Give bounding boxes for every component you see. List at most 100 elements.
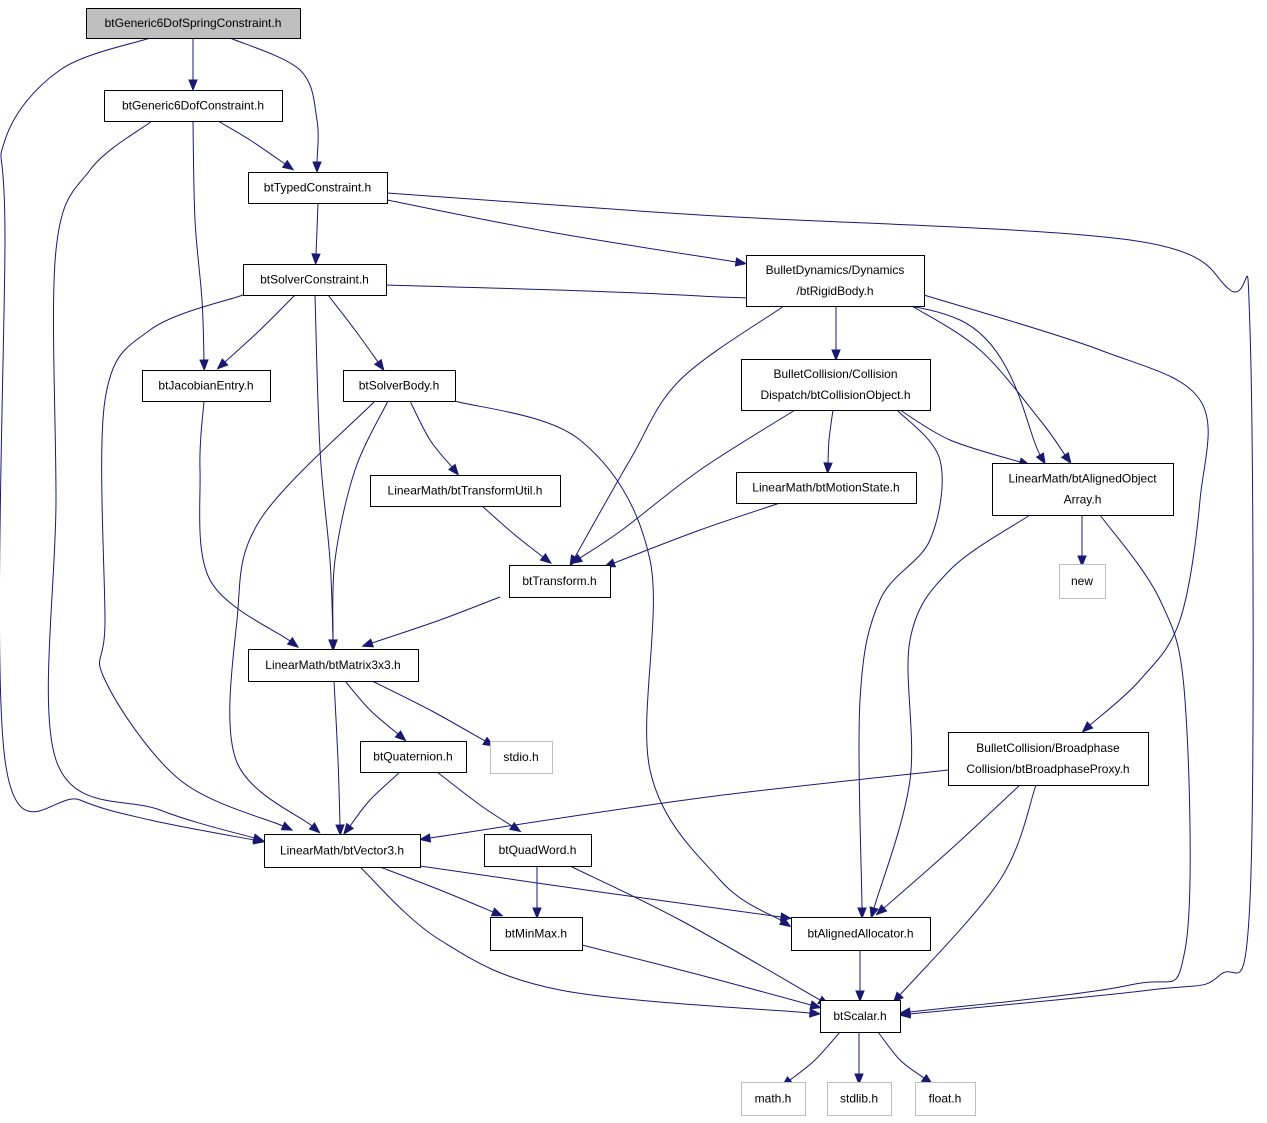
node-box — [820, 1000, 901, 1033]
arrowhead-alignedarray-to-allocator — [869, 906, 879, 919]
node-label: btQuadWord.h — [499, 843, 577, 857]
node-box — [791, 917, 931, 951]
node-broadphase[interactable]: BulletCollision/BroadphaseCollision/btBr… — [948, 732, 1149, 786]
arrowhead-solverbody-to-vector3 — [308, 822, 321, 834]
arrowhead-solvercons-to-alignedarray — [1035, 452, 1046, 465]
arrowhead-rigidbody-to-broadphase — [1081, 721, 1094, 733]
arrowheads-layer — [188, 79, 1094, 1088]
node-box — [248, 172, 388, 204]
node-float: float.h — [915, 1082, 976, 1116]
node-box — [827, 1082, 892, 1116]
arrowhead-g6dof-to-vector3 — [252, 833, 265, 843]
node-label: btTransform.h — [522, 574, 596, 588]
edge-alignedarray-to-allocator — [873, 514, 1031, 909]
edge-solvercons-to-matrix — [314, 294, 334, 641]
node-matrix[interactable]: LinearMath/btMatrix3x3.h — [248, 649, 419, 682]
node-label: btQuaternion.h — [373, 750, 452, 764]
edge-rigidbody-to-broadphase — [923, 294, 1209, 726]
node-box — [1059, 564, 1106, 599]
node-jacobian[interactable]: btJacobianEntry.h — [142, 370, 271, 402]
edge-collobj-to-transform — [579, 409, 796, 559]
arrowhead-solvercons-to-vector3 — [280, 821, 294, 831]
arrowhead-solverbody-to-transformutil — [448, 463, 460, 476]
arrowhead-rigidbody-to-collobj — [831, 349, 841, 362]
node-label: /btRigidBody.h — [796, 284, 873, 298]
arrowhead-quaternion-to-vector3 — [343, 822, 355, 835]
edge-scalar-to-math — [789, 1031, 841, 1081]
edge-vector3-to-minmax — [379, 866, 494, 913]
node-solverbody[interactable]: btSolverBody.h — [343, 370, 456, 402]
arrowhead-matrix-to-vector3 — [335, 824, 345, 837]
arrowhead-transformutil-to-transform — [539, 553, 552, 565]
node-box — [248, 649, 419, 682]
node-transformutil[interactable]: LinearMath/btTransformUtil.h — [370, 475, 561, 507]
node-allocator[interactable]: btAlignedAllocator.h — [791, 917, 931, 951]
arrowhead-quaternion-to-quadword — [508, 821, 522, 833]
node-label: stdlib.h — [840, 1092, 878, 1106]
node-g6dof[interactable]: btGeneric6DofConstraint.h — [104, 90, 283, 122]
edge-typed-to-rigidbody — [386, 199, 737, 263]
node-math: math.h — [741, 1082, 806, 1116]
node-motionstate[interactable]: LinearMath/btMotionState.h — [736, 472, 917, 504]
node-box — [343, 370, 456, 402]
nodes-layer: btGeneric6DofSpringConstraint.h btGeneric… — [86, 8, 1174, 1116]
node-quadword[interactable]: btQuadWord.h — [484, 834, 592, 867]
edge-solverbody-to-vector3 — [229, 400, 376, 827]
arrowhead-rigidbody-to-alignedarray — [1060, 451, 1072, 465]
node-box — [264, 834, 421, 868]
node-label: stdio.h — [503, 750, 538, 764]
edge-scalar-to-float — [877, 1031, 925, 1079]
arrowhead-collobj-to-transform — [570, 553, 584, 565]
edge-g6dof-to-jacobian — [192, 120, 205, 361]
node-rigidbody[interactable]: BulletDynamics/Dynamics/btRigidBody.h — [746, 255, 925, 307]
arrowhead-scalar-to-stdlib — [854, 1073, 864, 1086]
node-box — [484, 834, 592, 867]
edge-transformutil-to-transform — [481, 505, 544, 558]
node-label: BulletCollision/Broadphase — [976, 741, 1120, 755]
edge-quaternion-to-vector3 — [349, 771, 401, 827]
edges-layer — [0, 37, 1254, 1081]
arrowhead-allocator-to-scalar — [855, 990, 865, 1003]
arrowhead-transform-to-matrix — [361, 638, 375, 648]
edge-g6dof-to-typed — [217, 120, 286, 165]
edge-matrix-to-vector3 — [333, 680, 341, 826]
edge-minmax-to-scalar — [581, 944, 812, 1006]
edge-broadphase-to-allocator — [883, 784, 1021, 909]
node-box — [948, 732, 1149, 786]
node-solvercons[interactable]: btSolverConstraint.h — [243, 264, 387, 296]
node-box — [915, 1082, 976, 1116]
node-box — [509, 565, 611, 598]
edge-collobj-to-allocator — [858, 409, 943, 909]
node-label: LinearMath/btVector3.h — [280, 844, 404, 858]
node-new: new — [1059, 564, 1106, 599]
node-label: BulletDynamics/Dynamics — [766, 263, 905, 277]
node-label: LinearMath/btMatrix3x3.h — [265, 658, 400, 672]
edge-solverbody-to-allocator — [454, 400, 783, 922]
node-label: LinearMath/btAlignedObject — [1008, 472, 1157, 486]
edge-typed-to-solvercons — [315, 202, 319, 255]
node-collobj[interactable]: BulletCollision/CollisionDispatch/btColl… — [741, 359, 931, 411]
node-transform[interactable]: btTransform.h — [509, 565, 611, 598]
node-box — [490, 917, 583, 951]
node-label: btJacobianEntry.h — [158, 379, 253, 393]
edge-broadphase-to-scalar — [899, 784, 1037, 996]
edge-solverbody-to-matrix — [332, 400, 389, 641]
edge-quadword-to-scalar — [569, 865, 821, 1001]
node-scalar[interactable]: btScalar.h — [820, 1000, 901, 1033]
node-box — [370, 475, 561, 507]
node-label: Array.h — [1064, 493, 1102, 507]
node-quaternion[interactable]: btQuaternion.h — [360, 741, 467, 773]
node-minmax[interactable]: btMinMax.h — [490, 917, 583, 951]
arrowhead-typed-to-solvercons — [311, 253, 321, 266]
node-label: BulletCollision/Collision — [773, 367, 897, 381]
node-vector3[interactable]: LinearMath/btVector3.h — [264, 834, 421, 868]
node-typed[interactable]: btTypedConstraint.h — [248, 172, 388, 204]
edge-alignedarray-to-scalar — [909, 514, 1191, 1013]
arrowhead-broadphase-to-vector3 — [418, 833, 432, 843]
arrowhead-solverbody-to-matrix — [328, 639, 338, 652]
node-box — [741, 1082, 806, 1116]
node-box — [243, 264, 387, 296]
node-root[interactable]: btGeneric6DofSpringConstraint.h — [86, 8, 301, 39]
